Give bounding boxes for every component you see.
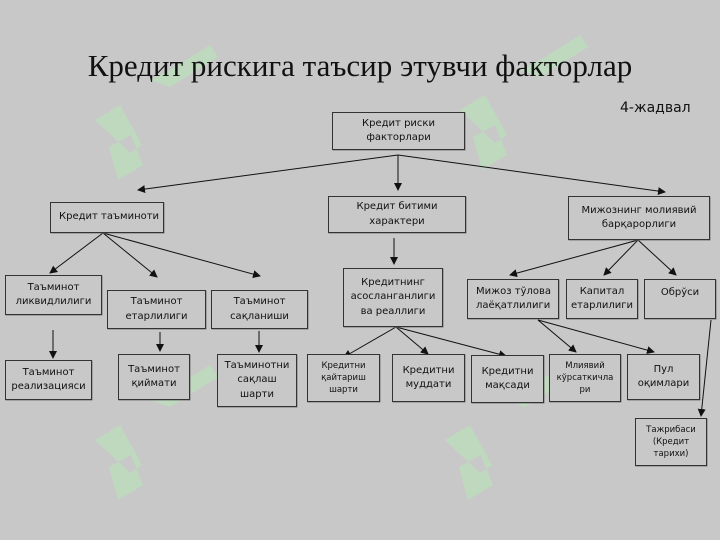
edge-solvency-cashflow	[537, 319, 655, 354]
node-repayment: Кредитни қайтариш шарти	[307, 354, 380, 402]
edge-solvency-indicators	[537, 319, 577, 353]
node-image: Обрўси	[644, 279, 716, 319]
node-cashflow: Пул оқимлари	[627, 354, 700, 400]
node-realization: Таъминот реализацияси	[5, 360, 92, 400]
edge-client-solvency	[509, 239, 639, 278]
node-indicators: Млиявий кўрсаткичла ри	[549, 354, 621, 402]
edge-image-experience	[697, 319, 712, 417]
node-nature: Кредит битими характери	[328, 196, 466, 233]
edge-substantiation-term	[395, 326, 429, 355]
node-client: Мижознинг молиявий барқарорлиги	[568, 196, 710, 240]
table-label: 4-жадвал	[620, 100, 691, 116]
node-substantiation: Кредитнинг асосланганлиги ва реаллиги	[343, 268, 443, 327]
edge-client-image	[637, 239, 677, 276]
node-term: Кредитни муддати	[392, 354, 465, 402]
node-value: Таъминот қиймати	[118, 354, 190, 400]
node-storage: Таъминотни сақлаш шарти	[217, 354, 297, 407]
edge-root-client	[397, 154, 666, 196]
edge-collateral-preservation	[102, 232, 261, 279]
node-sufficiency: Таъминот етарлилиги	[107, 290, 206, 329]
node-liquidity: Таъминот ликвидлилиги	[5, 275, 102, 315]
edge-root-collateral	[137, 154, 399, 194]
edge-client-capital	[603, 239, 639, 276]
edge-substantiation-purpose	[395, 326, 507, 359]
node-collateral: Кредит таъминоти	[50, 202, 164, 233]
edge-substantiation-repayment	[343, 326, 397, 358]
page-title: Кредит рискига таъсир этувчи факторлар	[87, 48, 633, 83]
node-purpose: Кредитни мақсади	[471, 355, 544, 403]
edge-collateral-liquidity	[49, 232, 104, 274]
node-preservation: Таъминот сақланиши	[211, 290, 308, 329]
edge-collateral-sufficiency	[102, 232, 158, 278]
node-solvency: Мижоз тўлова лаёқатлилиги	[467, 279, 559, 319]
node-capital: Капитал етарлилиги	[566, 279, 638, 319]
node-experience: Тажрибаси (Кредит тарихи)	[635, 418, 707, 466]
node-root: Кредит риски факторлари	[332, 112, 465, 150]
